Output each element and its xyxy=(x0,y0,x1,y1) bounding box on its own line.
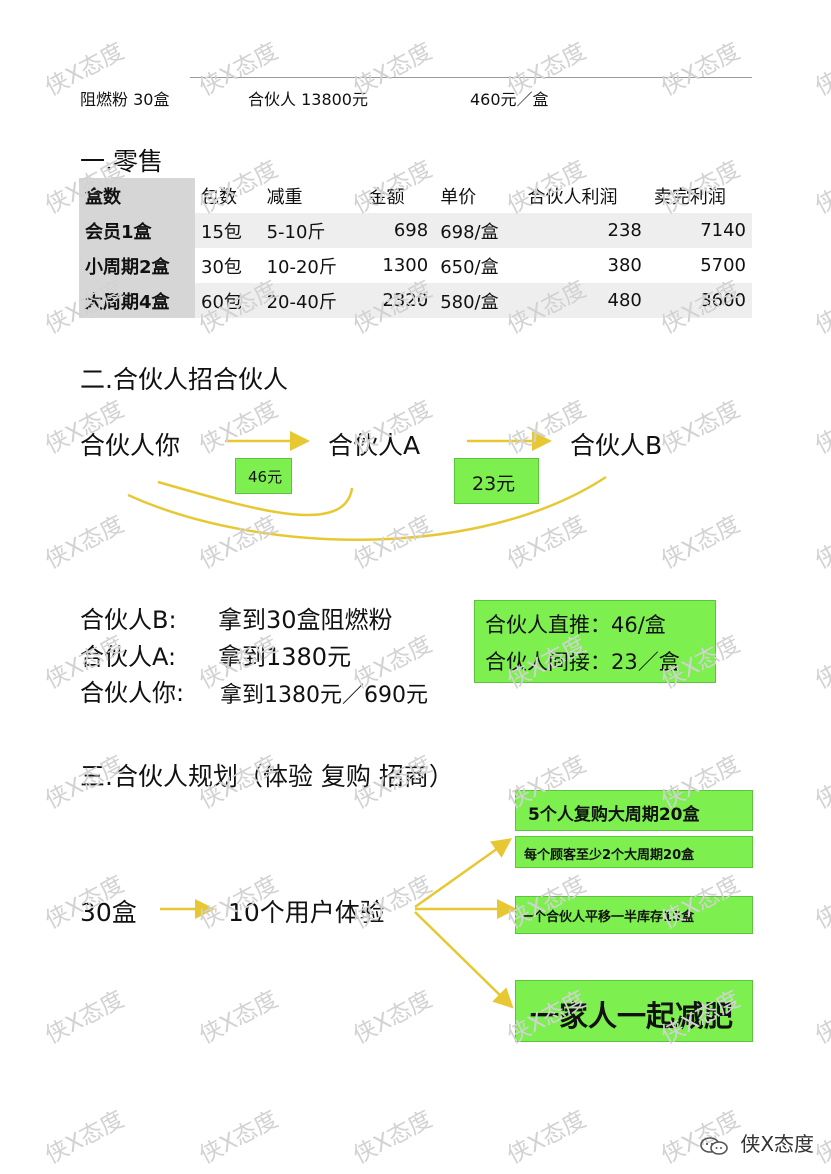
col-header: 盒数 xyxy=(79,178,195,213)
table-cell: 480 xyxy=(521,283,648,318)
table-cell: 大周期4盒 xyxy=(79,283,195,318)
section-retail-title: 一.零售 xyxy=(80,147,163,176)
amount-badge-46: 46元 xyxy=(235,458,292,494)
table-row: 会员1盒 15包 5-10斤 698 698/盒 238 7140 xyxy=(79,213,752,248)
col-header: 单价 xyxy=(434,178,522,213)
arrow-to-family xyxy=(414,911,514,1009)
table-cell: 30包 xyxy=(195,248,261,283)
footer-brand-text: 侠X态度 xyxy=(740,1132,815,1156)
col-header: 包数 xyxy=(195,178,261,213)
outcome-repurchase-sub: 每个顾客至少2个大周期20盒 xyxy=(515,836,753,868)
plan-start-boxes: 30盒 xyxy=(80,898,137,927)
table-cell: 3600 xyxy=(647,283,752,318)
amount-23-label: 23元 xyxy=(472,473,516,495)
col-header: 金额 xyxy=(362,178,435,213)
outcome-family-label: 一家人一起减肥 xyxy=(530,999,734,1033)
plan-user-trial: 10个用户体验 xyxy=(228,898,385,927)
result-b-value: 拿到30盒阻燃粉 xyxy=(218,606,393,634)
result-b-label: 合伙人B: xyxy=(80,606,177,634)
result-you-value: 拿到1380元／690元 xyxy=(220,683,428,708)
table-row: 大周期4盒 60包 20-40斤 2320 580/盒 480 3600 xyxy=(79,283,752,318)
commission-direct: 合伙人直推：46/盒 xyxy=(485,613,666,637)
arrow-to-repurchase xyxy=(414,838,513,909)
table-cell: 小周期2盒 xyxy=(79,248,195,283)
retail-table: 盒数 包数 减重 金额 单价 合伙人利润 卖完利润 会员1盒 15包 5-10斤… xyxy=(79,178,752,318)
table-cell: 60包 xyxy=(195,283,261,318)
node-partner-a: 合伙人A xyxy=(328,431,421,460)
footer-brand: 侠X态度 xyxy=(700,1128,814,1157)
table-cell: 380 xyxy=(521,248,648,283)
outcome-repurchase-sub-label: 每个顾客至少2个大周期20盒 xyxy=(524,848,695,863)
col-header: 卖完利润 xyxy=(647,178,752,213)
section-plan-title: 三.合伙人规划（体验 复购 招商） xyxy=(80,762,454,791)
table-cell: 20-40斤 xyxy=(260,283,363,318)
table-header-row: 盒数 包数 减重 金额 单价 合伙人利润 卖完利润 xyxy=(79,178,752,213)
outcome-repurchase-main-label: 5个人复购大周期20盒 xyxy=(528,805,700,825)
curve-b-to-you xyxy=(127,475,607,541)
node-partner-you: 合伙人你 xyxy=(80,431,181,460)
result-a-value: 拿到1380元 xyxy=(218,643,352,671)
node-partner-b: 合伙人B xyxy=(570,431,663,460)
table-cell: 698/盒 xyxy=(434,213,522,248)
table-cell: 698 xyxy=(362,213,435,248)
section-recruit-title: 二.合伙人招合伙人 xyxy=(80,365,288,394)
result-a-label: 合伙人A: xyxy=(80,643,177,671)
table-cell: 5700 xyxy=(647,248,752,283)
table-cell: 650/盒 xyxy=(434,248,522,283)
header-partner-price: 合伙人 13800元 xyxy=(248,90,368,109)
amount-badge-23: 23元 xyxy=(454,458,539,504)
table-cell: 1300 xyxy=(362,248,435,283)
commission-box: 合伙人直推：46/盒 合伙人间接：23／盒 xyxy=(474,600,716,683)
table-row: 小周期2盒 30包 10-20斤 1300 650/盒 380 5700 xyxy=(79,248,752,283)
wechat-icon xyxy=(700,1136,728,1155)
outcome-repurchase-main: 5个人复购大周期20盒 xyxy=(515,790,753,831)
commission-indirect: 合伙人间接：23／盒 xyxy=(485,650,680,674)
table-cell: 5-10斤 xyxy=(260,213,363,248)
amount-46-label: 46元 xyxy=(248,468,283,486)
header-unit-price: 460元／盒 xyxy=(470,90,549,109)
col-header: 减重 xyxy=(260,178,363,213)
table-cell: 2320 xyxy=(362,283,435,318)
table-cell: 238 xyxy=(521,213,648,248)
header-rule xyxy=(190,77,752,78)
outcome-family: 一家人一起减肥 xyxy=(515,980,753,1042)
curve-a-to-you xyxy=(157,480,354,517)
table-cell: 10-20斤 xyxy=(260,248,363,283)
outcome-partner-label: 一个合伙人平移一半库存15盒 xyxy=(520,910,695,925)
outcome-partner: 一个合伙人平移一半库存15盒 xyxy=(515,896,753,934)
table-cell: 会员1盒 xyxy=(79,213,195,248)
col-header: 合伙人利润 xyxy=(521,178,648,213)
table-cell: 7140 xyxy=(647,213,752,248)
header-product: 阻燃粉 30盒 xyxy=(80,90,170,109)
table-cell: 580/盒 xyxy=(434,283,522,318)
table-cell: 15包 xyxy=(195,213,261,248)
result-you-label: 合伙人你: xyxy=(80,679,185,707)
